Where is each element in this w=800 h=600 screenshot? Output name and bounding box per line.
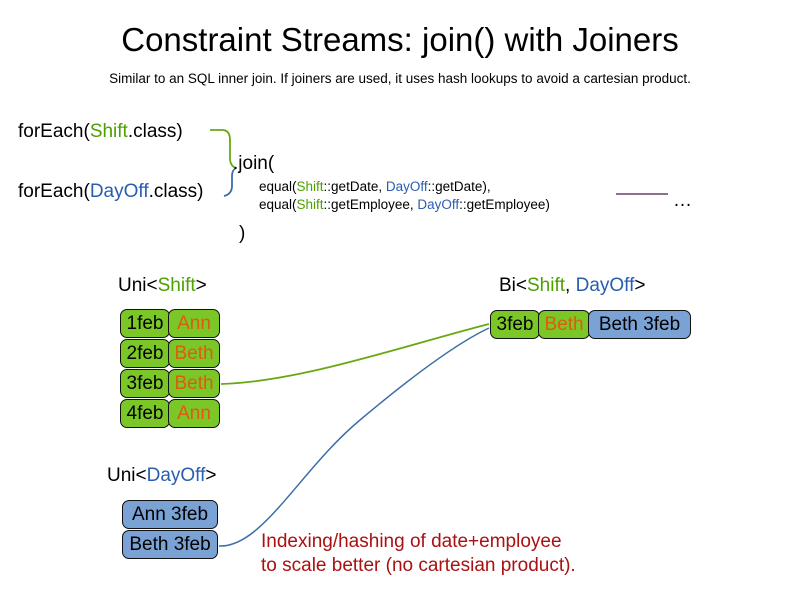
shift-row-employee[interactable]: Ann	[168, 399, 220, 428]
bi-tuple-dayoff[interactable]: Beth 3feb	[588, 310, 691, 339]
code-equal-line-2: equal(Shift::getEmployee, DayOff::getEmp…	[259, 196, 550, 214]
code-foreach-dayoff: forEach(DayOff.class)	[18, 180, 204, 204]
page-title: Constraint Streams: join() with Joiners	[121, 21, 679, 58]
bi-type-a: Shift	[527, 275, 566, 296]
equal2-left-ref: ::getEmployee,	[323, 197, 418, 212]
uni-shift-suffix: >	[195, 275, 207, 296]
shift-row-date[interactable]: 3feb	[120, 369, 170, 398]
equal1-prefix: equal(	[259, 179, 297, 194]
equal2-right-ref: ::getEmployee)	[459, 197, 550, 212]
bi-type-b: DayOff	[575, 275, 635, 296]
bi-tuple-date[interactable]: 3feb	[490, 310, 540, 339]
foreach-shift-suffix: .class)	[127, 121, 183, 142]
bi-suffix: >	[634, 275, 646, 296]
link-dayoff-row-to-bi	[218, 327, 490, 547]
equal1-right-type: DayOff	[385, 179, 428, 194]
equal1-left-type: Shift	[296, 179, 324, 194]
equal2-left-type: Shift	[296, 197, 324, 212]
equal2-right-type: DayOff	[417, 197, 460, 212]
continuation-ellipsis: …	[673, 190, 692, 211]
bi-tuple-employee[interactable]: Beth	[538, 310, 590, 339]
uni-dayoff-prefix: Uni<	[107, 465, 147, 486]
uni-dayoff-type: DayOff	[146, 465, 206, 486]
shift-row-employee[interactable]: Ann	[168, 309, 220, 338]
uni-shift-prefix: Uni<	[118, 275, 158, 296]
dayoff-row[interactable]: Ann 3feb	[122, 500, 218, 529]
foreach-shift-type: Shift	[89, 121, 128, 142]
equal1-left-ref: ::getDate,	[323, 179, 386, 194]
label-uni-shift: Uni<Shift>	[118, 274, 207, 298]
uni-dayoff-suffix: >	[205, 465, 217, 486]
shift-row-employee[interactable]: Beth	[168, 339, 220, 368]
bi-prefix: Bi<	[499, 275, 527, 296]
uni-shift-type: Shift	[157, 275, 196, 296]
label-bi-shift-dayoff: Bi<Shift, DayOff>	[499, 274, 645, 298]
shift-row-employee[interactable]: Beth	[168, 369, 220, 398]
annotation-note: Indexing/hashing of date+employee to sca…	[261, 530, 576, 578]
shift-row-date[interactable]: 2feb	[120, 339, 170, 368]
annotation-line-2: to scale better (no cartesian product).	[261, 555, 576, 576]
label-uni-dayoff: Uni<DayOff>	[107, 464, 217, 488]
equal1-right-ref: ::getDate),	[427, 179, 491, 194]
code-join-open: .join(	[233, 153, 275, 174]
foreach-dayoff-suffix: .class)	[148, 181, 204, 202]
page-subtitle: Similar to an SQL inner join. If joiners…	[109, 71, 691, 86]
code-foreach-shift: forEach(Shift.class)	[18, 120, 183, 144]
code-equal-line-1: equal(Shift::getDate, DayOff::getDate),	[259, 178, 491, 196]
shift-row-date[interactable]: 4feb	[120, 399, 170, 428]
dayoff-row[interactable]: Beth 3feb	[122, 530, 218, 559]
foreach-dayoff-type: DayOff	[89, 181, 149, 202]
annotation-line-1: Indexing/hashing of date+employee	[261, 531, 562, 552]
code-join-close: )	[239, 223, 246, 244]
bi-sep: ,	[565, 275, 576, 296]
equal2-prefix: equal(	[259, 197, 297, 212]
foreach-dayoff-prefix: forEach(	[18, 181, 90, 202]
shift-row-date[interactable]: 1feb	[120, 309, 170, 338]
link-shift-row-to-bi	[220, 323, 490, 385]
foreach-shift-prefix: forEach(	[18, 121, 90, 142]
